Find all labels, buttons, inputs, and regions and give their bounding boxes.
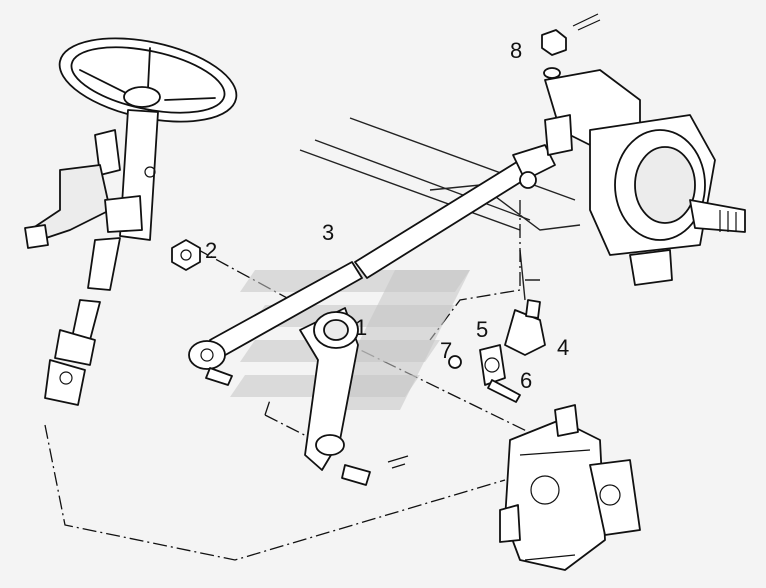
nut-2 <box>171 239 201 271</box>
chassis-frame <box>299 117 581 301</box>
callout-7: 7 <box>440 338 452 363</box>
steering-knuckle <box>544 69 746 286</box>
callout-2: 2 <box>205 238 217 263</box>
tie-rod <box>188 144 556 386</box>
callout-3: 3 <box>322 220 334 245</box>
callout-4: 4 <box>557 335 569 360</box>
pitman-arm <box>299 307 409 486</box>
callout-5: 5 <box>476 317 488 342</box>
callouts: 1 2 3 4 5 6 7 8 <box>205 38 569 393</box>
small-parts <box>171 13 601 403</box>
callout-1: 1 <box>355 315 367 340</box>
callout-6: 6 <box>520 368 532 393</box>
steering-column <box>24 109 159 406</box>
clamp-5 <box>479 344 506 386</box>
steering-wheel <box>58 37 238 123</box>
steering-gearbox <box>499 404 641 571</box>
callout-8: 8 <box>510 38 522 63</box>
nut-7 <box>448 355 462 369</box>
bolt-6 <box>487 379 521 403</box>
castle-nut-8 <box>541 29 567 56</box>
